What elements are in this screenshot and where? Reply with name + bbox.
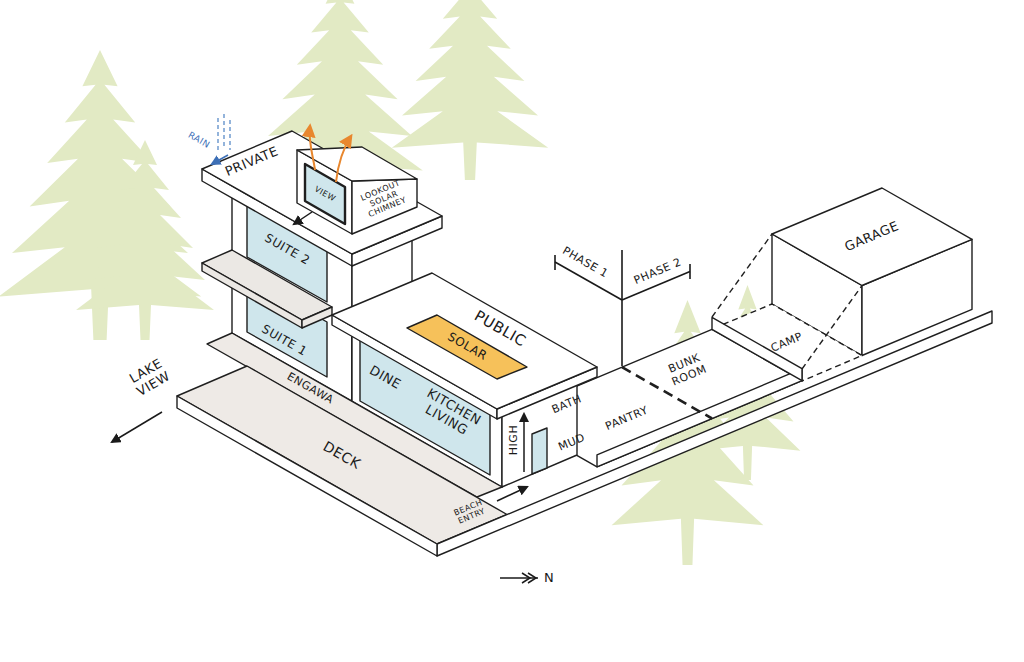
north-arrow xyxy=(500,577,538,579)
wing-wall xyxy=(597,369,802,467)
private-roof xyxy=(202,131,442,254)
part-label: HIGH xyxy=(508,425,521,455)
entry-arrow xyxy=(497,487,527,501)
rain-line xyxy=(217,118,218,150)
tree xyxy=(392,0,548,180)
part-label: RAIN xyxy=(186,130,211,151)
air-flow-arrow xyxy=(310,126,315,170)
balcony-slab xyxy=(302,307,332,328)
phase-tick xyxy=(689,264,691,279)
view-direction-arrow xyxy=(112,412,162,442)
part-label: N xyxy=(544,571,554,586)
height-arrow xyxy=(523,414,525,472)
deck-edge xyxy=(177,396,437,556)
garage-roof xyxy=(772,188,972,286)
phase-bracket xyxy=(621,250,623,366)
deck-platform xyxy=(177,366,507,544)
balcony-slab xyxy=(202,263,302,328)
balcony-slab xyxy=(202,250,332,320)
view-arrow xyxy=(294,212,312,224)
annotation-group xyxy=(112,114,690,583)
phase-tick xyxy=(554,255,556,270)
rain-arrow xyxy=(212,155,228,164)
public-roof xyxy=(332,273,597,409)
part-label: PHASE 2 xyxy=(632,256,683,287)
tree xyxy=(76,140,214,340)
rain-line xyxy=(229,120,230,150)
part-label: LAKE VIEW xyxy=(117,350,184,406)
north-arrow-head xyxy=(522,573,536,583)
camp-outline xyxy=(802,286,862,370)
tree-group xyxy=(0,0,800,565)
part-label: PHASE 1 xyxy=(560,245,610,281)
entry-door xyxy=(532,428,547,474)
air-flow-arrow xyxy=(336,136,351,182)
camp-outline xyxy=(712,234,772,317)
building xyxy=(177,131,992,556)
rain-line xyxy=(223,114,224,146)
